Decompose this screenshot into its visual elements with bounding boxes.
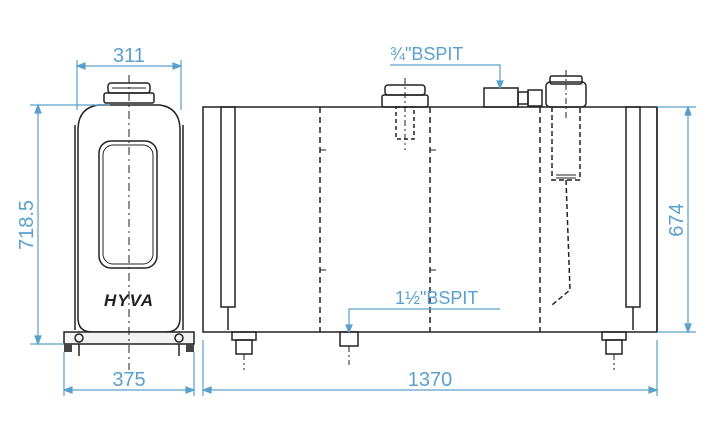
bottom-drain-fitting (339, 331, 359, 365)
hyva-logo-text: HYVA (104, 291, 154, 310)
end-view (63, 75, 195, 370)
dimension-right-height: 674 (666, 203, 688, 236)
dimension-overall-length: 1370 (408, 369, 453, 391)
dimension-bottom-width: 375 (112, 369, 145, 391)
right-strap (625, 106, 641, 308)
left-mount-foot (231, 331, 257, 370)
side-view (202, 70, 658, 370)
dimension-lines (30, 60, 696, 396)
return-filter-assembly (483, 70, 587, 306)
right-mount-foot (601, 331, 627, 370)
dimension-top-width: 311 (113, 45, 145, 67)
side-filler-cap (381, 78, 429, 150)
note-bottom-fitting: 1½"BSPIT (395, 288, 478, 308)
dimension-left-height: 718.5 (16, 200, 38, 250)
left-strap (220, 106, 236, 308)
note-top-fitting: ¾"BSPIT (390, 44, 463, 64)
end-view-window (98, 140, 158, 269)
